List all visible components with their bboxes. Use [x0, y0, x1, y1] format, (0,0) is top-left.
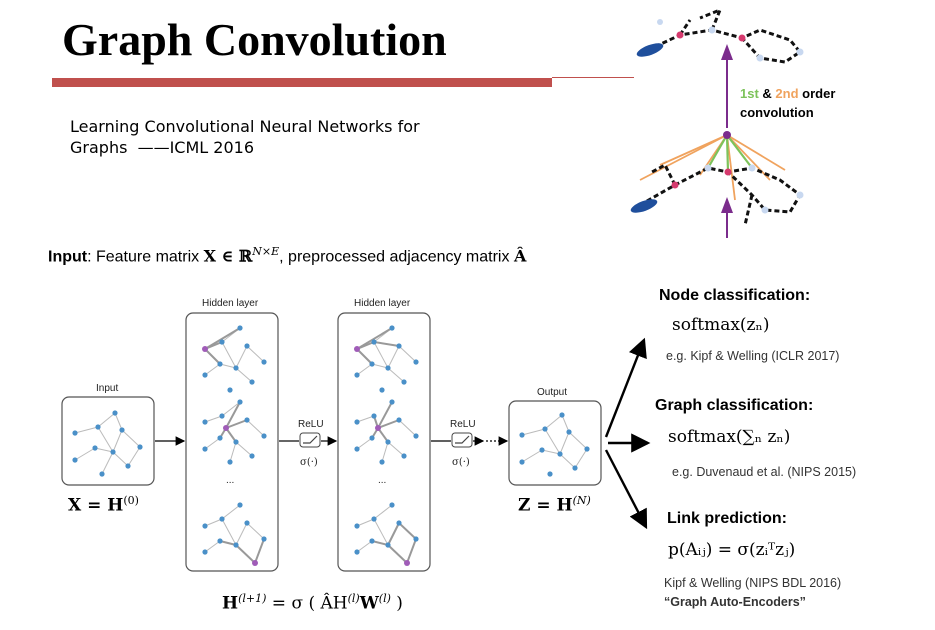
relu-1-icon	[299, 432, 321, 448]
sigma-1-label: σ(·)	[300, 457, 318, 468]
task-graph-classification-citation: e.g. Duvenaud et al. (NIPS 2015)	[672, 465, 857, 479]
task-node-classification-citation: e.g. Kipf & Welling (ICLR 2017)	[666, 349, 840, 363]
input-graph-box	[61, 396, 155, 486]
output-equation: Z = H(N)	[518, 494, 591, 516]
update-rhs-mid: W	[359, 593, 379, 614]
task-link-prediction-heading: Link prediction:	[667, 510, 787, 527]
task-link-prediction-formula: p(Aᵢⱼ) = σ(zᵢᵀzⱼ)	[668, 540, 796, 560]
input-text-1: : Feature matrix	[87, 248, 204, 266]
input-math-2: Â	[513, 246, 527, 266]
update-lhs: H	[222, 593, 239, 614]
update-rhs-end: )	[390, 593, 403, 614]
first-order-text: 1st	[740, 86, 759, 101]
page-title: Graph Convolution	[62, 14, 447, 65]
relu-2-icon	[451, 432, 473, 448]
hidden-2-ellipsis: ...	[378, 475, 387, 486]
input-description: Input: Feature matrix X ∈ ℝN×E, preproce…	[48, 245, 526, 266]
arrow-node-classification	[604, 337, 647, 438]
input-equation-text: X = H	[68, 495, 124, 516]
output-equation-sup: (N)	[572, 494, 591, 507]
output-equation-text: Z = H	[518, 495, 573, 516]
arrow-link-prediction	[604, 449, 648, 530]
input-math-1: X ∈ ℝ	[203, 246, 253, 266]
task-node-classification-formula: softmax(zₙ)	[672, 315, 770, 335]
task-graph-classification-formula: softmax(∑ₙ zₙ)	[668, 427, 791, 447]
relu-1-label: ReLU	[298, 419, 324, 430]
input-box-label: Input	[96, 383, 119, 394]
hidden-layer-2-label: Hidden layer	[354, 298, 411, 309]
hidden-layer-2-graphs	[354, 325, 419, 566]
relu-2-label: ReLU	[450, 419, 476, 430]
title-underline-bar	[52, 78, 552, 87]
output-box-label: Output	[537, 387, 568, 398]
update-lhs-sup: (l+1)	[238, 592, 267, 605]
hidden-layer-1-box	[185, 312, 279, 572]
input-graph	[74, 412, 141, 475]
task-link-prediction-citation: Kipf & Welling (NIPS BDL 2016)	[664, 576, 842, 590]
sigma-2-label: σ(·)	[452, 457, 470, 468]
amp-text: &	[758, 86, 776, 101]
update-rhs-sup-1: (l)	[347, 592, 360, 605]
molecule-top-illustration	[636, 7, 804, 64]
reference-line-1: Learning Convolutional Neural Networks f…	[70, 117, 420, 136]
order-convolution-label: 1st & 2nd order convolution	[740, 84, 835, 122]
input-math-1-sup: N×E	[252, 245, 280, 258]
order-text: order	[798, 86, 836, 101]
input-bold-label: Input	[48, 248, 88, 266]
output-graph-box	[508, 400, 602, 486]
hidden-layer-2-box	[337, 312, 431, 572]
update-rule-equation: H(l+1) = σ ( ÂH(l)W(l) )	[222, 592, 403, 614]
paper-reference: Learning Convolutional Neural Networks f…	[70, 116, 420, 158]
task-node-classification-heading: Node classification:	[659, 287, 811, 304]
title-underline-thin	[552, 77, 634, 78]
task-link-prediction-subtitle: “Graph Auto-Encoders”	[664, 595, 806, 609]
second-order-text: 2nd	[775, 86, 799, 101]
hidden-layer-1-graphs	[202, 325, 267, 566]
input-equation: X = H(0)	[68, 494, 139, 516]
hidden-1-ellipsis: ...	[226, 475, 235, 486]
hidden-layer-1-label: Hidden layer	[202, 298, 259, 309]
update-rhs-sup-2: (l)	[378, 592, 391, 605]
convolution-text: convolution	[740, 105, 814, 120]
reference-line-2: Graphs ——ICML 2016	[70, 138, 254, 157]
update-rhs: = σ ( ÂH	[266, 593, 348, 614]
task-graph-classification-heading: Graph classification:	[655, 397, 814, 414]
input-equation-sup: (0)	[123, 494, 139, 507]
input-text-2: , preprocessed adjacency matrix	[279, 248, 514, 266]
molecule-bottom-illustration	[630, 131, 804, 226]
output-graph	[521, 414, 588, 469]
